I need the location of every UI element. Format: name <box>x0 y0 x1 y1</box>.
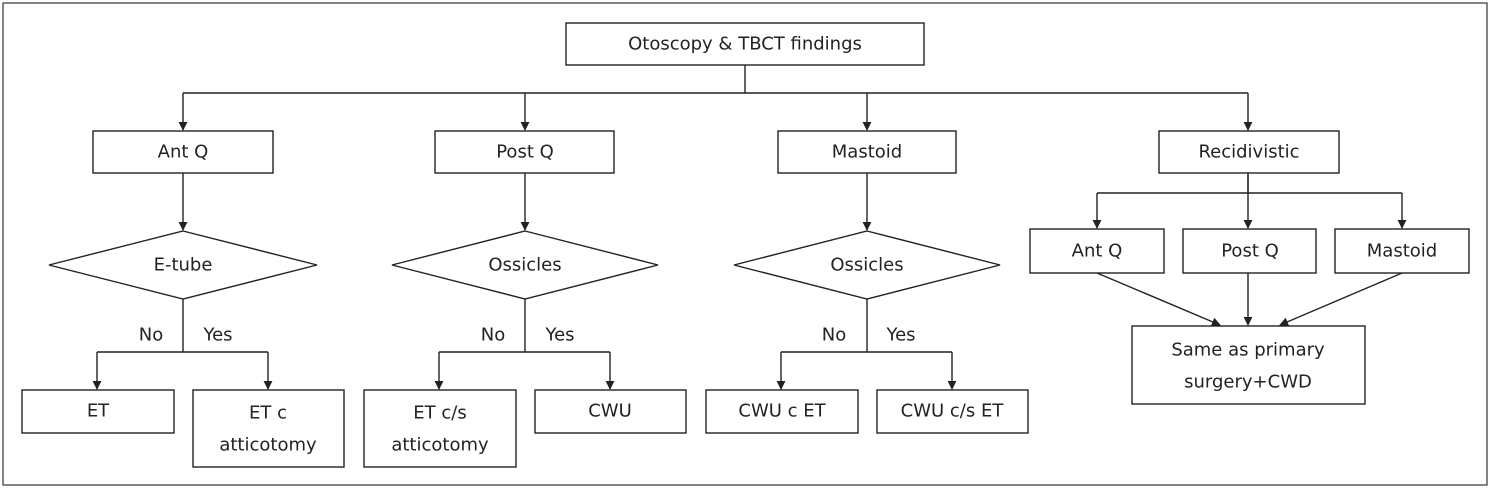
atticotomy-label: atticotomy <box>391 435 489 456</box>
e-tube-label: E-tube <box>154 255 213 276</box>
same-as-primary-box <box>1131 325 1366 405</box>
no-label: No <box>822 325 846 346</box>
no-label: No <box>481 325 505 346</box>
et-c-label: ET c <box>249 403 287 424</box>
cwu-c-et-label: CWU c ET <box>738 401 826 422</box>
et-box <box>21 389 175 434</box>
et-c-atticotomy-box <box>192 389 345 468</box>
cwu-box <box>534 389 687 434</box>
post-q-label: Post Q <box>496 142 554 163</box>
no-label: No <box>139 325 163 346</box>
mastoid-box <box>777 130 957 174</box>
yes-label: Yes <box>544 325 574 346</box>
recid-post-q-box <box>1182 228 1317 274</box>
cwu-c-et-box <box>705 389 859 434</box>
recid-ant-q-label: Ant Q <box>1072 241 1123 262</box>
et-cs-atticotomy-box <box>363 389 517 468</box>
cwu-label: CWU <box>588 401 632 422</box>
et-label: ET <box>87 401 110 422</box>
recid-post-q-label: Post Q <box>1221 241 1279 262</box>
cwu-cs-et-label: CWU c/s ET <box>901 401 1005 422</box>
recid-mastoid-box <box>1334 228 1470 274</box>
cwu-cs-et-box <box>876 389 1029 434</box>
recidivistic-box <box>1158 130 1340 174</box>
surgery-cwd-label: surgery+CWD <box>1184 372 1312 393</box>
yes-label: Yes <box>202 325 232 346</box>
recid-mastoid-label: Mastoid <box>1367 241 1437 262</box>
yes-label: Yes <box>885 325 915 346</box>
findings-label: Otoscopy & TBCT findings <box>628 34 862 55</box>
arrow <box>1279 272 1403 326</box>
ant-q-label: Ant Q <box>158 142 209 163</box>
same-as-primary-label: Same as primary <box>1171 340 1325 361</box>
atticotomy-label: atticotomy <box>219 435 317 456</box>
arrow <box>1096 272 1221 326</box>
recid-ant-q-box <box>1029 228 1165 274</box>
ossicles-label: Ossicles <box>830 255 903 276</box>
mastoid-label: Mastoid <box>832 142 902 163</box>
ant-q-box <box>92 130 274 174</box>
ossicles-label: Ossicles <box>488 255 561 276</box>
et-cs-label: ET c/s <box>413 403 466 424</box>
recidivistic-label: Recidivistic <box>1198 142 1299 163</box>
